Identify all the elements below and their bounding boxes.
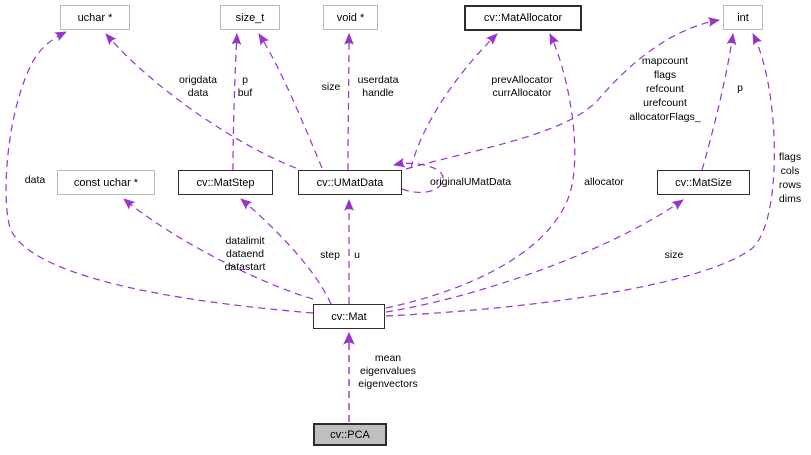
node-cv-umatdata[interactable]: cv::UMatData: [298, 170, 402, 195]
node-cv-matsize[interactable]: cv::MatSize: [657, 170, 750, 195]
edge-label-step: step: [320, 249, 340, 261]
edge-label-p-matsize: p: [737, 82, 743, 94]
edge-matsize-p-to-int: [701, 33, 737, 171]
edge-mat-flags-to-int: [385, 33, 775, 317]
node-uchar-ptr: uchar *: [60, 5, 130, 30]
edge-mat-datastart-to-const-uchar: [123, 198, 314, 300]
node-int: int: [723, 5, 763, 30]
edge-umatdata-mapcount-to-int: [405, 17, 720, 170]
node-void-ptr: void *: [323, 5, 378, 30]
edge-mat-size-to-matsize: [385, 199, 684, 313]
edge-label-size-mat: size: [664, 249, 684, 261]
edge-label-size-umatdata: size: [321, 81, 341, 93]
edge-matstep-p-to-sizet: [231, 33, 242, 171]
edge-umatdata-userdata-to-void: [343, 33, 354, 171]
edge-label-original-umatdata: originalUMatData: [430, 176, 512, 188]
edge-label-prev-curr-allocator: prevAllocator currAllocator: [491, 74, 553, 99]
node-const-uchar-ptr: const uchar *: [57, 170, 155, 195]
edge-label-mean-eigen: mean eigenvalues eigenvectors: [358, 352, 418, 390]
edge-label-origdata-data: origdata data: [179, 74, 217, 99]
node-cv-matallocator[interactable]: cv::MatAllocator: [464, 5, 582, 31]
edge-umatdata-origdata-to-uchar: [105, 33, 297, 169]
edge-label-mapcount-flags: mapcount flags refcount urefcount alloca…: [629, 55, 701, 123]
edge-mat-step-to-matstep: [240, 198, 332, 305]
edge-label-data: data: [24, 174, 46, 186]
edge-label-datalimit-dataend-datastart: datalimit dataend datastart: [224, 235, 266, 273]
node-cv-pca: cv::PCA: [313, 423, 387, 446]
edge-umatdata-self-loop: [393, 157, 444, 193]
edge-umatdata-prevallocator-to-matallocator: [410, 33, 498, 169]
edge-label-u: u: [354, 249, 360, 261]
edge-mat-allocator-to-matallocator: [385, 33, 576, 309]
edge-label-flags-cols-rows-dims: flags cols rows dims: [778, 151, 802, 205]
edge-label-userdata-handle: userdata handle: [357, 74, 399, 99]
edge-label-p-buf: p buf: [237, 74, 253, 99]
edge-umatdata-size-to-sizet: [258, 33, 323, 169]
edge-label-allocator: allocator: [584, 176, 624, 188]
node-cv-mat[interactable]: cv::Mat: [313, 304, 385, 329]
node-cv-matstep[interactable]: cv::MatStep: [178, 170, 273, 195]
edge-mat-data-to-uchar: [5, 31, 314, 314]
node-size-t: size_t: [220, 5, 280, 30]
